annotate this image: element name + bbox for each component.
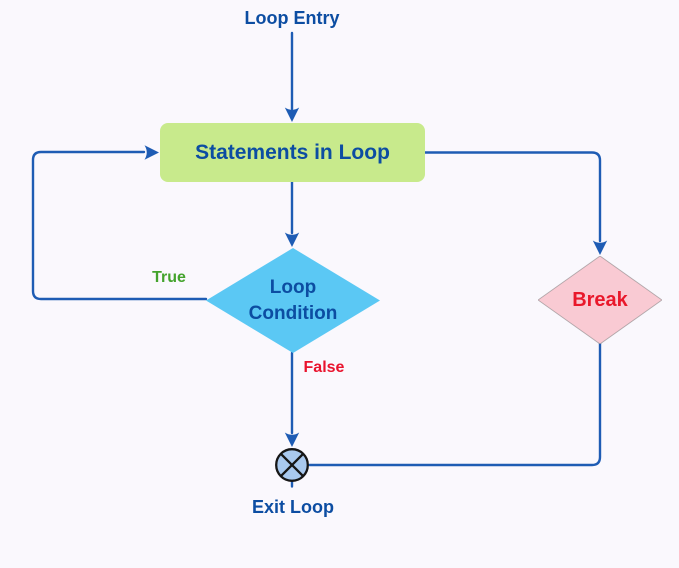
edge-break-to-exit [308,341,602,467]
loop-condition-label-wrap: Loop Condition [206,248,380,353]
exit-loop-label: Exit Loop [252,497,334,517]
break-label-wrap: Break [538,256,662,344]
loop-condition-diamond-shape [206,248,380,353]
break-diamond-shape [538,256,662,344]
exit-cross-line-2 [279,452,305,478]
true-edge-label: True [152,269,186,286]
false-edge-label: False [303,359,345,376]
arrowhead-into-exit-top [284,432,300,447]
edge-true-loop-back [31,150,208,301]
loop-condition-label: Loop Condition [248,276,338,324]
arrowhead-into-condition-top [284,232,300,247]
break-label: Break [572,288,628,311]
break-node: Break [538,256,662,344]
arrowhead-into-statements-left [144,145,159,160]
edge-statements-to-break [423,151,602,243]
loop-entry-label: Loop Entry [244,8,340,28]
exit-loop-symbol [275,448,309,482]
statements-in-loop-node: Statements in Loop [160,123,425,182]
statements-in-loop-label: Statements in Loop [195,140,390,164]
loop-condition-node: Loop Condition [206,248,380,353]
arrowhead-into-break-top [592,240,608,255]
arrowhead-into-statements-top [284,107,300,122]
